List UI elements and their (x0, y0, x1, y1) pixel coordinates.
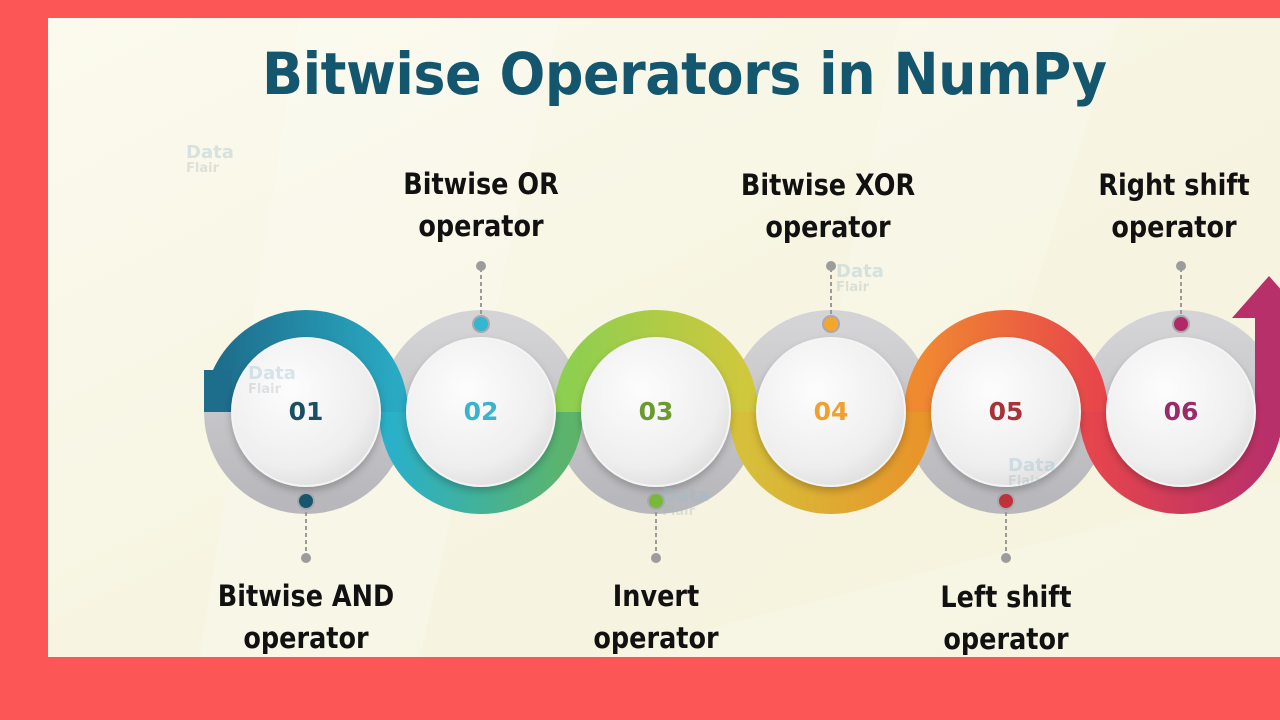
label-line: operator (1111, 210, 1237, 244)
watermark-subtext: Flair (662, 504, 695, 519)
watermark-text: Data (836, 261, 884, 282)
label-line: Right shift (1098, 168, 1250, 202)
step-number-04: 04 (813, 397, 849, 426)
step-number-01: 01 (288, 397, 324, 426)
step-number-05: 05 (988, 397, 1024, 426)
step-number-03: 03 (638, 397, 674, 426)
watermark-text: Data (186, 142, 234, 163)
label-line: Invert (612, 579, 700, 613)
label-line: operator (418, 209, 544, 243)
watermark-text: Data (1008, 455, 1056, 476)
step-label-bitwise-and: Bitwise AND operator (209, 575, 403, 657)
step-label-left-shift: Left shift operator (909, 576, 1103, 657)
step-label-invert: Invert operator (559, 575, 753, 657)
label-line: operator (243, 621, 369, 655)
label-line: Bitwise AND (217, 579, 395, 613)
watermark-subtext: Flair (186, 161, 219, 176)
label-line: Left shift (940, 580, 1072, 614)
watermark-subtext: Flair (1008, 474, 1041, 489)
step-label-bitwise-xor: Bitwise XOR operator (731, 164, 925, 248)
label-line: operator (765, 210, 891, 244)
watermark-text: Data (248, 363, 296, 384)
step-label-right-shift: Right shift operator (1077, 164, 1271, 248)
watermark-text: Data (662, 485, 710, 506)
label-line: operator (943, 622, 1069, 656)
step-number-02: 02 (463, 397, 499, 426)
step-label-bitwise-or: Bitwise OR operator (384, 163, 578, 247)
step-ribbon-graphic (48, 18, 1280, 657)
label-line: Bitwise OR (403, 167, 559, 201)
page-title: Bitwise Operators in NumPy (262, 40, 1107, 108)
label-line: operator (593, 621, 719, 655)
watermark-subtext: Flair (248, 382, 281, 397)
watermark-subtext: Flair (836, 280, 869, 295)
step-number-06: 06 (1163, 397, 1199, 426)
label-line: Bitwise XOR (740, 168, 916, 202)
